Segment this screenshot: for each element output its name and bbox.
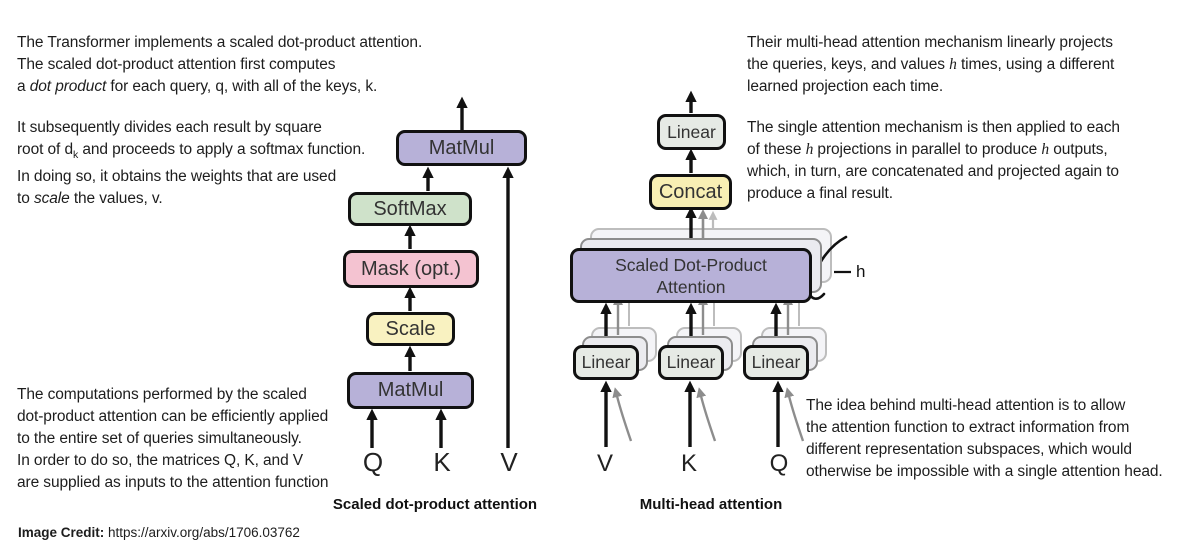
mha-linear-q-label: Linear xyxy=(751,352,801,372)
sdpa-softmax-box: SoftMax xyxy=(348,192,472,226)
mha-linear-q-box: Linear xyxy=(743,345,809,380)
sdpa-matmul-bottom-label: MatMul xyxy=(377,379,444,401)
sdpa-matmul-bottom-box: MatMul xyxy=(347,372,474,409)
computations-text: The computations performed by the scaled… xyxy=(17,386,329,491)
softmax-note-text: It subsequently divides each result by s… xyxy=(17,119,366,208)
arrow-k-input-echo xyxy=(696,387,717,442)
sdpa-mask-box: Mask (opt.) xyxy=(343,250,479,288)
sdpa-v-label: V xyxy=(500,447,518,477)
sdpa-matmul-top-label: MatMul xyxy=(428,136,495,159)
mha-attention-label-line2: Attention xyxy=(656,276,726,297)
mha-linear-top-box: Linear xyxy=(657,114,726,150)
mha-k-label: K xyxy=(680,450,698,477)
arrow-q-input-echo xyxy=(784,387,805,442)
mha-linear-k-label: Linear xyxy=(666,352,716,372)
single-attention-text: The single attention mechanism is then a… xyxy=(747,119,1120,202)
mha-q-label: Q xyxy=(769,450,789,477)
sdpa-q-label: Q xyxy=(362,447,384,477)
mha-linear-v-box: Linear xyxy=(573,345,639,380)
arrow-v-input-echo xyxy=(612,387,633,442)
image-credit: Image Credit: https://arxiv.org/abs/1706… xyxy=(18,525,300,540)
sdpa-scale-box: Scale xyxy=(366,312,455,346)
sdpa-softmax-label: SoftMax xyxy=(373,197,447,220)
mha-concat-box: Concat xyxy=(649,174,732,210)
sdpa-caption: Scaled dot-product attention xyxy=(332,496,538,513)
mha-caption: Multi-head attention xyxy=(639,496,783,513)
mha-concat-label: Concat xyxy=(658,180,723,203)
mha-linear-v-label: Linear xyxy=(581,352,631,372)
mha-linear-top-label: Linear xyxy=(667,121,716,142)
intro-text: The Transformer implements a scaled dot-… xyxy=(17,34,423,95)
mha-v-label: V xyxy=(596,450,614,477)
sdpa-scale-label: Scale xyxy=(385,317,436,340)
mha-linear-k-box: Linear xyxy=(658,345,724,380)
mha-attention-box: Scaled Dot-Product Attention xyxy=(570,248,812,303)
sdpa-k-label: K xyxy=(433,447,451,477)
mha-attention-label-line1: Scaled Dot-Product xyxy=(615,254,767,275)
idea-text: The idea behind multi-head attention is … xyxy=(806,397,1163,480)
mha-h-count-label: h xyxy=(856,262,866,281)
sdpa-mask-label: Mask (opt.) xyxy=(360,257,462,280)
sdpa-matmul-top-box: MatMul xyxy=(396,130,527,166)
multihead-intro-text: Their multi-head attention mechanism lin… xyxy=(747,34,1115,95)
